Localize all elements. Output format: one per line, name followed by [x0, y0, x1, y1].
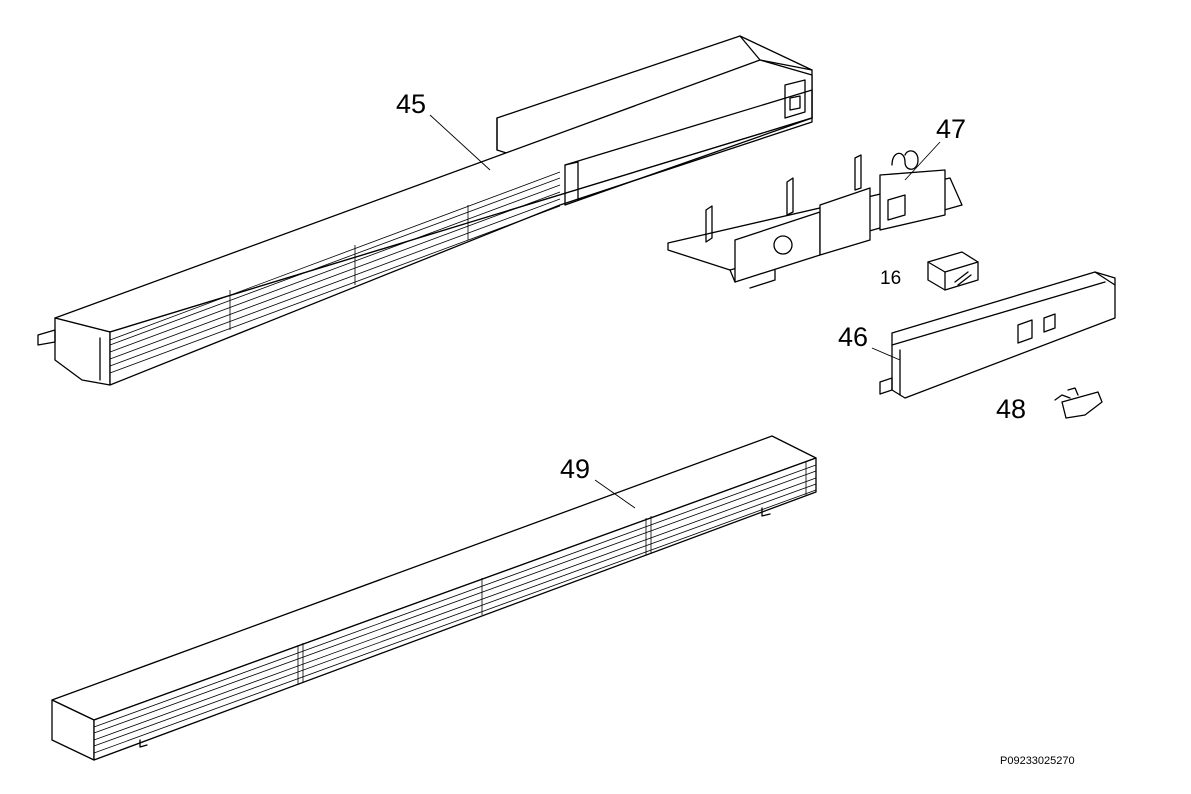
part-45-upper-grille-housing[interactable]: [37, 35, 813, 386]
part-48-switch[interactable]: [1054, 387, 1103, 419]
part-label-16: 16: [880, 268, 901, 289]
leader-lines: [429, 114, 941, 509]
part-label-46: 46: [838, 322, 868, 352]
part-46-control-panel[interactable]: [879, 271, 1116, 399]
part-49-lower-grille[interactable]: [51, 435, 817, 761]
part-47-control-bracket[interactable]: [667, 150, 963, 289]
part-label-45: 45: [396, 89, 426, 119]
part-label-47: 47: [936, 114, 966, 144]
part-label-48: 48: [996, 394, 1026, 424]
part-label-49: 49: [560, 454, 590, 484]
reference-code: P09233025270: [1000, 755, 1075, 767]
part-16-small-block[interactable]: [927, 251, 979, 291]
